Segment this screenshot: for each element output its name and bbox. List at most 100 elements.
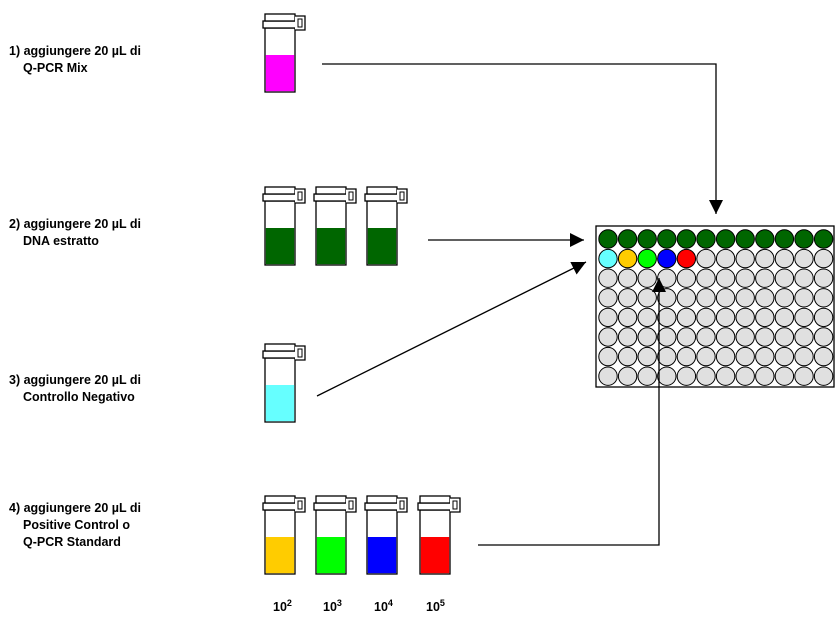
- well-r4-c2: [617, 288, 638, 308]
- tube-standard-1e3-liquid: [316, 537, 346, 574]
- well-r7-c4: [657, 346, 677, 367]
- well-r3-c11: [794, 268, 814, 288]
- std-label-1e5: 105: [426, 598, 445, 614]
- well-r4-c1: [598, 288, 618, 308]
- well-r7-c1: [598, 346, 618, 367]
- tube-standard-1e2-cap-hinge-inner: [297, 500, 303, 510]
- tube-negative-control-cap-hinge: [295, 345, 306, 361]
- std-label-1e2-base: 10: [273, 600, 287, 615]
- well-r5-c1: [598, 307, 618, 328]
- well-r8-c3: [637, 366, 657, 386]
- tube-standard-1e3-cap-hinge: [346, 497, 357, 513]
- well-r4-c11: [794, 288, 814, 308]
- tube-qpcr-mix-cap-rim: [262, 20, 298, 29]
- step-4-line3: Q-PCR Standard: [23, 535, 121, 549]
- tube-dna-2-cap-hinge-inner: [348, 191, 354, 201]
- well-r4-c8: [735, 288, 755, 308]
- tube-negative-control-cap-hinge-inner: [297, 348, 303, 358]
- well-r4-c12: [813, 288, 834, 308]
- std-label-1e4: 104: [374, 598, 393, 614]
- well-r7-c2: [617, 346, 638, 367]
- well-r6-c5: [676, 327, 697, 347]
- tube-dna-3-liquid: [367, 228, 397, 265]
- well-r8-c10: [774, 366, 795, 386]
- std-label-1e3: 103: [323, 598, 342, 614]
- std-label-1e3-base: 10: [323, 600, 337, 615]
- well-r6-c6: [696, 327, 716, 347]
- well-r3-c5: [676, 268, 697, 288]
- tube-standard-1e2-liquid: [265, 537, 295, 574]
- well-r7-c8: [735, 346, 755, 367]
- tube-negative-control-cap-rim: [262, 350, 298, 359]
- well-r1-c2: [617, 229, 638, 249]
- well-r4-c3: [637, 288, 657, 308]
- well-r2-c6: [696, 248, 716, 269]
- arrow-dna-to-plate-head: [570, 233, 584, 247]
- well-r2-c12: [813, 248, 834, 269]
- well-r4-c4: [657, 288, 677, 308]
- well-r2-c8: [735, 248, 755, 269]
- well-r5-c2: [617, 307, 638, 328]
- arrow-standards-to-plate-line: [478, 278, 660, 546]
- tube-standard-1e5-liquid: [420, 537, 450, 574]
- well-r8-c7: [715, 366, 736, 386]
- arrow-mix-to-plate-line: [322, 63, 717, 214]
- well-r6-c4: [657, 327, 677, 347]
- well-r5-c4: [657, 307, 677, 328]
- well-r2-c9: [755, 248, 775, 269]
- tube-dna-3-cap-hinge-inner: [399, 191, 405, 201]
- tube-standard-1e4-liquid: [367, 537, 397, 574]
- well-r6-c10: [774, 327, 795, 347]
- well-r5-c10: [774, 307, 795, 328]
- step-3-line2: Controllo Negativo: [23, 390, 135, 404]
- well-r1-c11: [794, 229, 814, 249]
- tube-dna-2-cap-hinge: [346, 188, 357, 204]
- well-r3-c2: [617, 268, 638, 288]
- well-r2-c11: [794, 248, 814, 269]
- well-r8-c2: [617, 366, 638, 386]
- well-r4-c6: [696, 288, 716, 308]
- step-1-line1: 1) aggiungere 20 µL di: [9, 44, 142, 58]
- well-r5-c7: [715, 307, 736, 328]
- tube-dna-2-cap-top: [315, 186, 347, 195]
- well-r6-c9: [755, 327, 775, 347]
- well-r6-c7: [715, 327, 736, 347]
- well-r3-c10: [774, 268, 795, 288]
- tube-dna-1-liquid: [265, 228, 295, 265]
- well-r4-c10: [774, 288, 795, 308]
- arrow-dna-to-plate: [428, 233, 584, 247]
- step-4-label: 4) aggiungere 20 µL di Positive Control …: [9, 500, 141, 551]
- well-r1-c8: [735, 229, 755, 249]
- well-r2-c4: [657, 248, 677, 269]
- well-r6-c11: [794, 327, 814, 347]
- tube-standard-1e3-cap-hinge-inner: [348, 500, 354, 510]
- tube-qpcr-mix: [262, 13, 306, 93]
- well-r5-c6: [696, 307, 716, 328]
- well-r6-c3: [637, 327, 657, 347]
- tube-standard-1e4-cap-hinge: [397, 497, 408, 513]
- well-r3-c8: [735, 268, 755, 288]
- arrow-standards-to-plate-head: [652, 278, 666, 292]
- well-r4-c5: [676, 288, 697, 308]
- tube-qpcr-mix-cap-top: [264, 13, 296, 22]
- well-r5-c12: [813, 307, 834, 328]
- tube-dna-1-cap-hinge: [295, 188, 306, 204]
- arrows-group: [316, 63, 723, 546]
- well-r3-c6: [696, 268, 716, 288]
- well-r7-c10: [774, 346, 795, 367]
- well-r8-c9: [755, 366, 775, 386]
- well-r1-c12: [813, 229, 834, 249]
- step-3-label: 3) aggiungere 20 µL di Controllo Negativ…: [9, 372, 141, 406]
- arrow-mix-to-plate: [322, 63, 723, 214]
- well-r3-c1: [598, 268, 618, 288]
- tube-negative-control-cap-top: [264, 343, 296, 352]
- step-1-line2: Q-PCR Mix: [23, 61, 88, 75]
- step-4-line1: 4) aggiungere 20 µL di: [9, 501, 142, 515]
- well-r8-c8: [735, 366, 755, 386]
- well-r5-c3: [637, 307, 657, 328]
- std-label-1e4-base: 10: [374, 600, 388, 615]
- std-label-1e2: 102: [273, 598, 292, 614]
- well-r1-c5: [676, 229, 697, 249]
- well-r2-c3: [637, 248, 657, 269]
